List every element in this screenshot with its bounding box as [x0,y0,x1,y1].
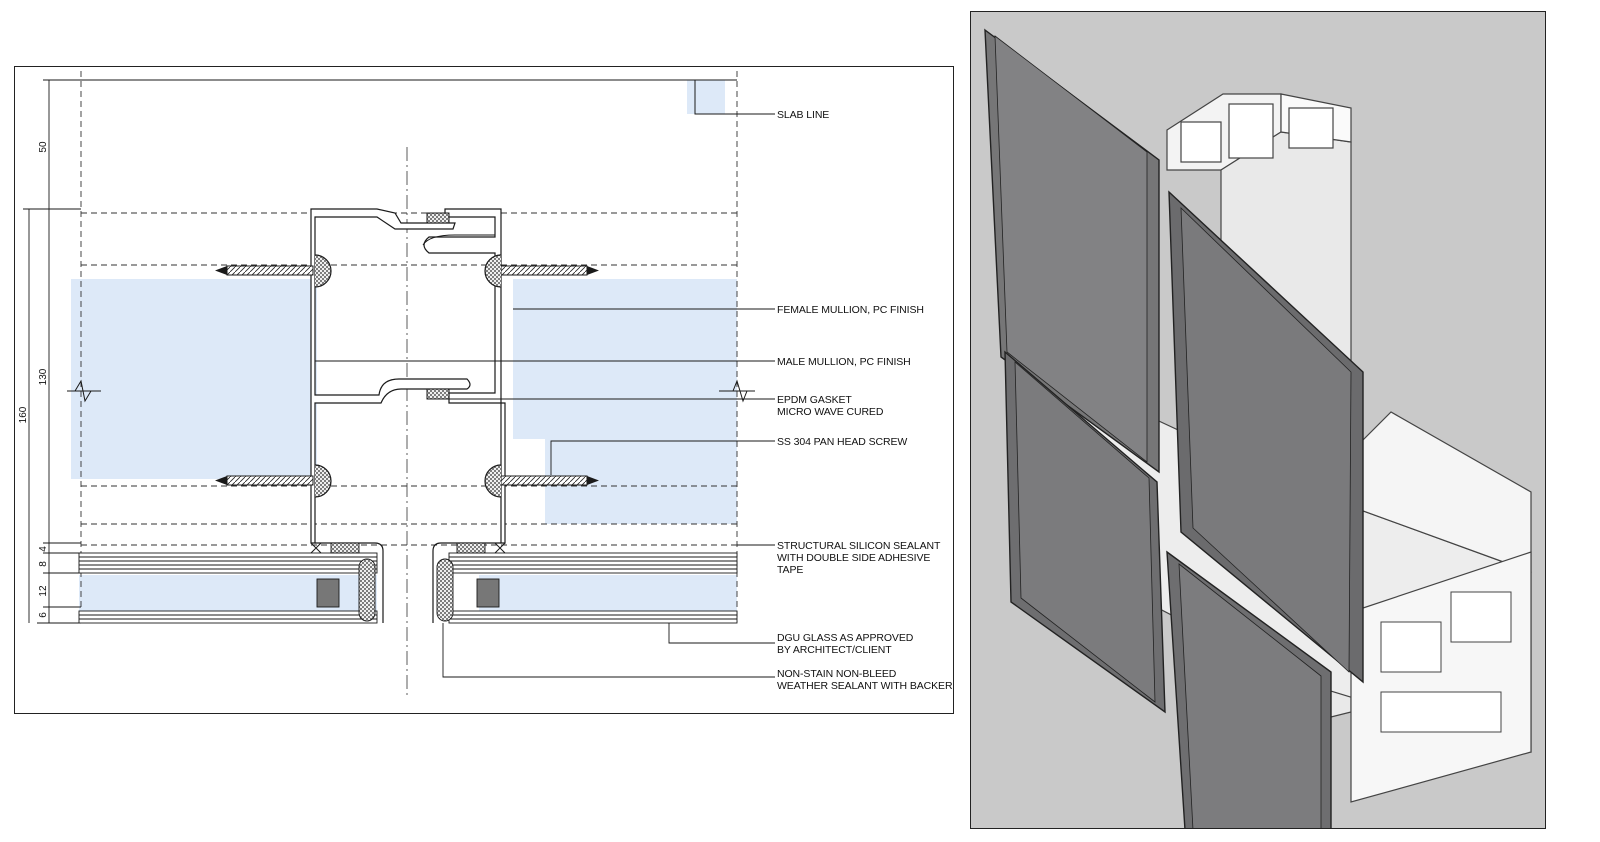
label-sealant-2: WITH DOUBLE SIDE ADHESIVE [777,552,930,564]
construction-lines [80,71,738,622]
render-canvas [971,12,1545,828]
male-mullion-profile [310,208,501,544]
epdm-gaskets [426,212,450,400]
female-mullion-profile [422,208,506,544]
label-weather-2: WEATHER SEALANT WITH BACKER [777,680,953,692]
glass-panes-3d [984,28,1364,828]
dim-12: 12 [38,585,49,597]
dim-6: 6 [38,612,49,618]
render-3d [970,11,1546,829]
dim-50: 50 [38,141,49,153]
dimension-chain [23,79,81,624]
dim-8: 8 [38,561,49,567]
dgu-glass-left [78,542,384,624]
dim-160: 160 [18,406,29,423]
label-female-mullion: FEMALE MULLION, PC FINISH [777,304,924,316]
leader-lines [315,113,775,678]
glass-infill [71,80,737,611]
label-gasket-1: EPDM GASKET [777,394,852,406]
dim-130: 130 [38,368,49,385]
section-drawing: 50 130 160 4 8 12 6 [14,66,954,714]
label-sealant-3: TAPE [777,564,803,576]
dgu-glass-right [432,542,738,624]
break-markers [67,379,755,403]
annotations: SLAB LINE FEMALE MULLION, PC FINISH MALE… [777,109,953,692]
label-sealant-1: STRUCTURAL SILICON SEALANT [777,540,941,552]
label-screw: SS 304 PAN HEAD SCREW [777,436,907,448]
label-slab-line: SLAB LINE [777,109,829,121]
drawing-canvas: 50 130 160 4 8 12 6 [18,71,953,697]
label-male-mullion: MALE MULLION, PC FINISH [777,356,911,368]
label-glass-2: BY ARCHITECT/CLIENT [777,644,892,656]
screws [215,254,599,498]
label-glass-1: DGU GLASS AS APPROVED [777,632,914,644]
dim-4: 4 [38,546,49,552]
label-gasket-2: MICRO WAVE CURED [777,406,884,418]
label-weather-1: NON-STAIN NON-BLEED [777,668,897,680]
